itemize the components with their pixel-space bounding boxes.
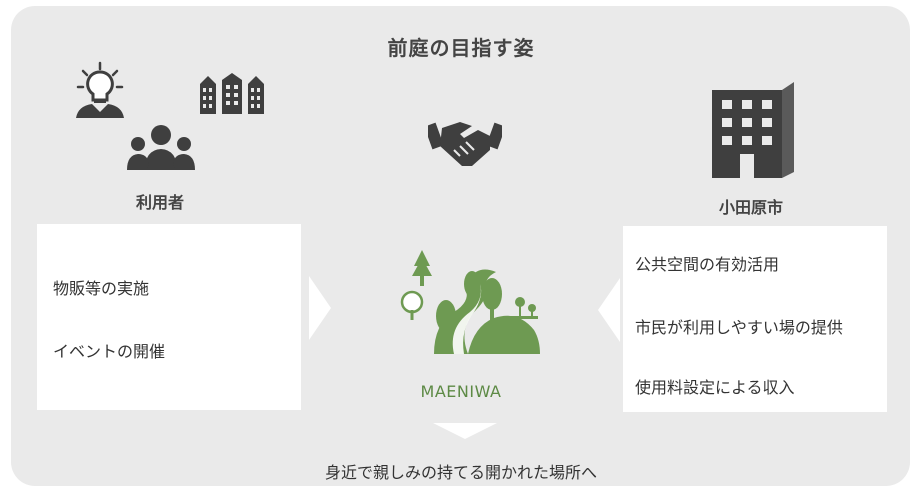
right-benefits-box: 公共空間の有効活用 市民が利用しやすい場の提供 使用料設定による収入 [623, 226, 887, 412]
idea-person-icon [76, 61, 124, 118]
list-item: イベントの開催 [53, 342, 166, 361]
arrow-down-icon [433, 423, 497, 439]
handshake-icon [428, 122, 502, 166]
list-item: 公共空間の有効活用 [635, 255, 780, 274]
arrow-right-icon [309, 276, 331, 340]
list-item: 使用料設定による収入 [635, 378, 795, 397]
right-actor-label: 小田原市 [718, 198, 783, 217]
page-title: 前庭の目指す姿 [387, 36, 535, 60]
left-benefits-box: 物販等の実施 イベントの開催 [37, 224, 301, 410]
arrow-left-icon [598, 278, 620, 342]
people-group-icon [127, 125, 195, 170]
list-item: 物販等の実施 [53, 279, 150, 298]
list-item: 市民が利用しやすい場の提供 [635, 318, 843, 337]
buildings-icon [200, 73, 264, 114]
office-building-icon [712, 82, 794, 178]
footer-caption: 身近で親しみの持てる開かれた場所へ [324, 463, 597, 482]
park-icon [400, 250, 540, 354]
brand-label: MAENIWA [420, 382, 502, 401]
left-actor-label: 利用者 [135, 193, 184, 212]
